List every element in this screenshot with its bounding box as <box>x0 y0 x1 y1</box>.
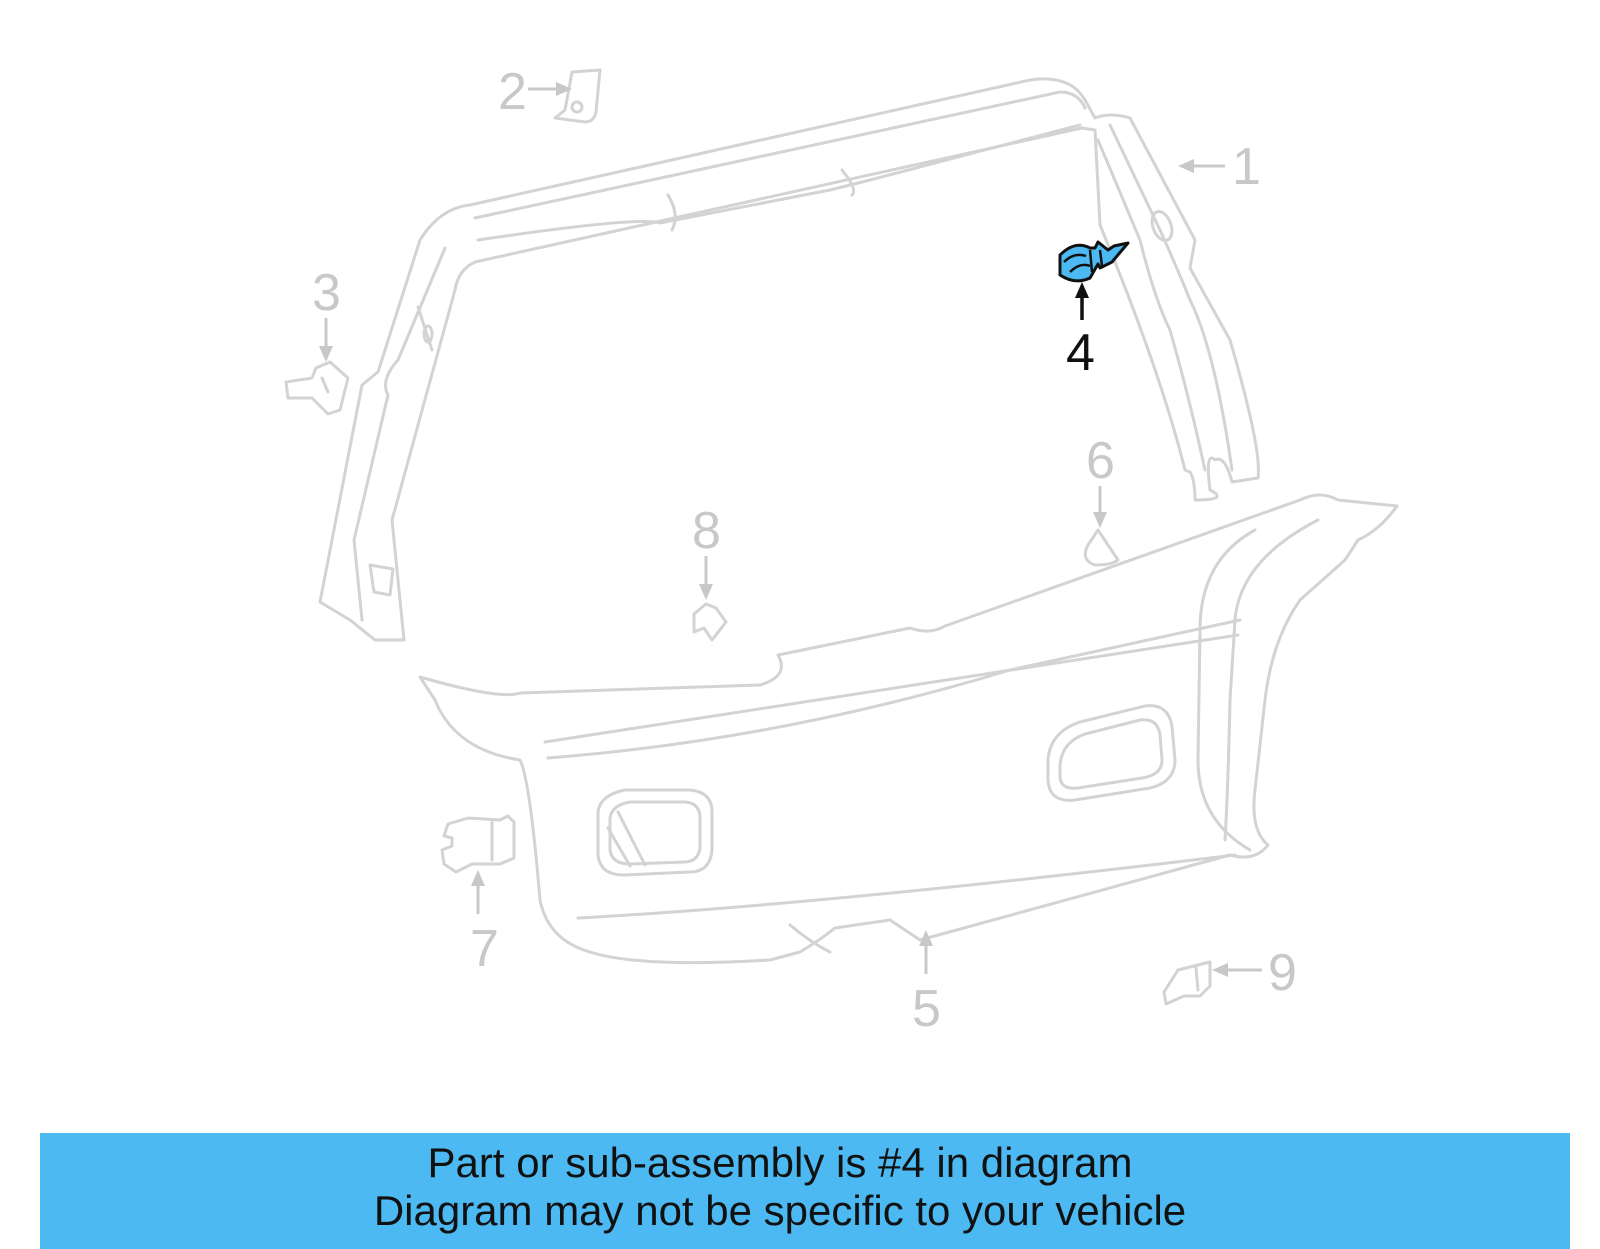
part-2-clip <box>553 68 602 124</box>
callout-7: 7 <box>470 870 499 978</box>
callout-6: 6 <box>1086 432 1115 528</box>
banner-line-part: Part or sub-assembly is #4 in diagram <box>427 1139 1133 1186</box>
callout-1: 1 <box>1178 138 1261 196</box>
callout-number: 3 <box>312 264 341 322</box>
callout-number: 1 <box>1232 138 1261 196</box>
callout-number: 4 <box>1066 324 1095 382</box>
callout-8: 8 <box>692 502 721 600</box>
part-4-push-retainer-highlighted <box>1058 240 1130 283</box>
callout-number: 5 <box>912 980 941 1038</box>
callout-3: 3 <box>312 264 341 362</box>
callout-number: 9 <box>1268 944 1297 1002</box>
part-1-upper-garnish <box>318 77 1260 642</box>
callout-2: 2 <box>498 63 572 121</box>
part-6-clip <box>1083 528 1120 567</box>
part-9-clip <box>1162 960 1212 1006</box>
part-8-clip <box>692 602 728 642</box>
part-3-push-pin <box>284 360 350 416</box>
info-banner: Part or sub-assembly is #4 in diagram Di… <box>40 1133 1570 1249</box>
callout-5: 5 <box>912 930 941 1038</box>
callout-4-highlighted: 4 <box>1066 282 1095 382</box>
banner-line-disclaimer: Diagram may not be specific to your vehi… <box>373 1187 1187 1234</box>
callout-9: 9 <box>1212 944 1297 1002</box>
callout-number: 6 <box>1086 432 1115 490</box>
part-5-lower-trim-panel <box>418 493 1399 965</box>
callout-number: 2 <box>498 63 527 121</box>
callout-number: 8 <box>692 502 721 560</box>
part-7-retainer <box>440 814 516 874</box>
callout-number: 7 <box>470 920 499 978</box>
